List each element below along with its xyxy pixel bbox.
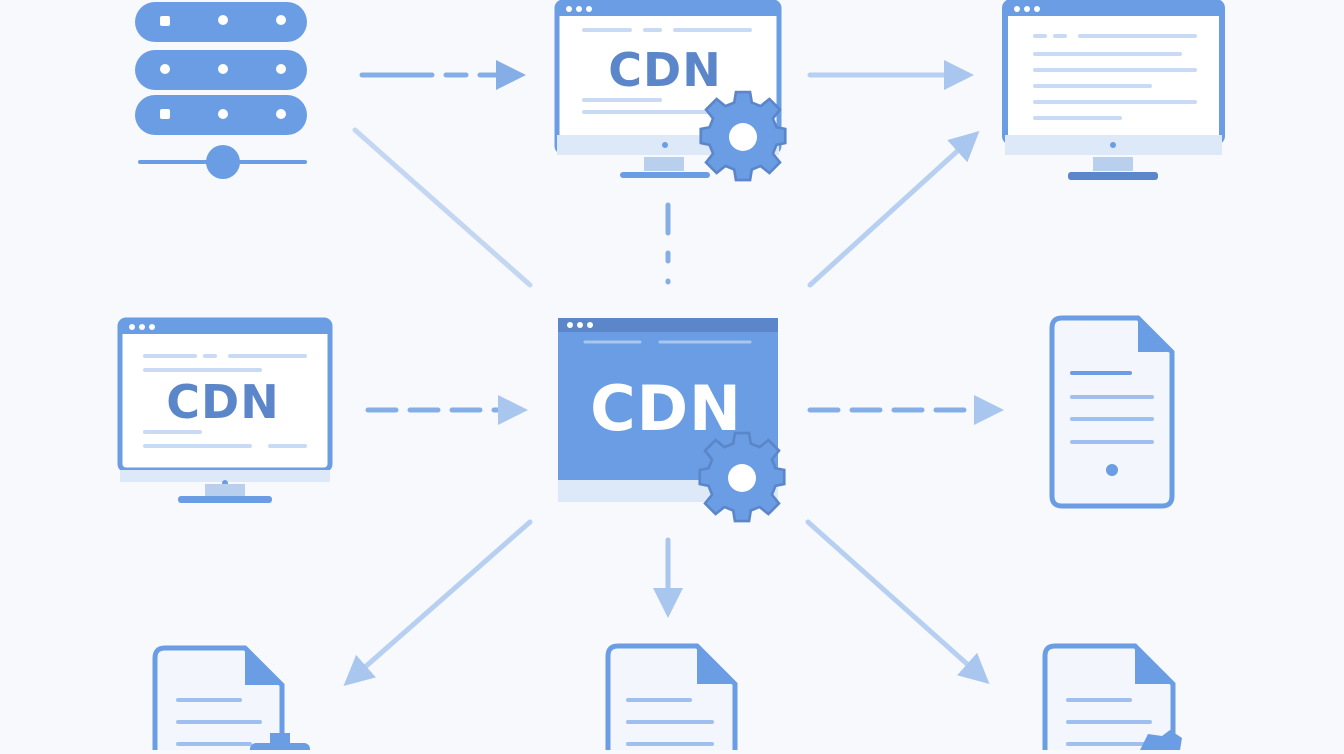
server-stack-icon — [135, 2, 307, 179]
arrow-hub-to-bottom-right-doc — [805, 519, 990, 684]
arrow-hub-to-right-monitor — [807, 130, 980, 288]
line-server-to-hub — [352, 127, 533, 288]
top-right-monitor — [1002, 0, 1225, 180]
document-icon-bottom-left — [152, 645, 310, 754]
gear-icon — [699, 90, 787, 182]
document-icon-bottom-center — [605, 643, 738, 754]
gear-icon — [698, 431, 786, 523]
arrow-hub-to-bottom-left-doc — [343, 519, 533, 686]
left-cdn-monitor: CDN — [117, 317, 333, 503]
top-cdn-monitor: CDN — [554, 0, 787, 182]
hub-cdn-label: CDN — [590, 372, 742, 445]
connectors — [343, 60, 1004, 686]
document-icon-bottom-right — [1042, 643, 1182, 754]
mobile-device-icon — [1049, 315, 1175, 509]
gear-icon — [1140, 730, 1182, 750]
central-cdn-hub: CDN — [558, 318, 786, 523]
left-cdn-label: CDN — [166, 375, 279, 429]
top-cdn-label: CDN — [608, 43, 721, 97]
